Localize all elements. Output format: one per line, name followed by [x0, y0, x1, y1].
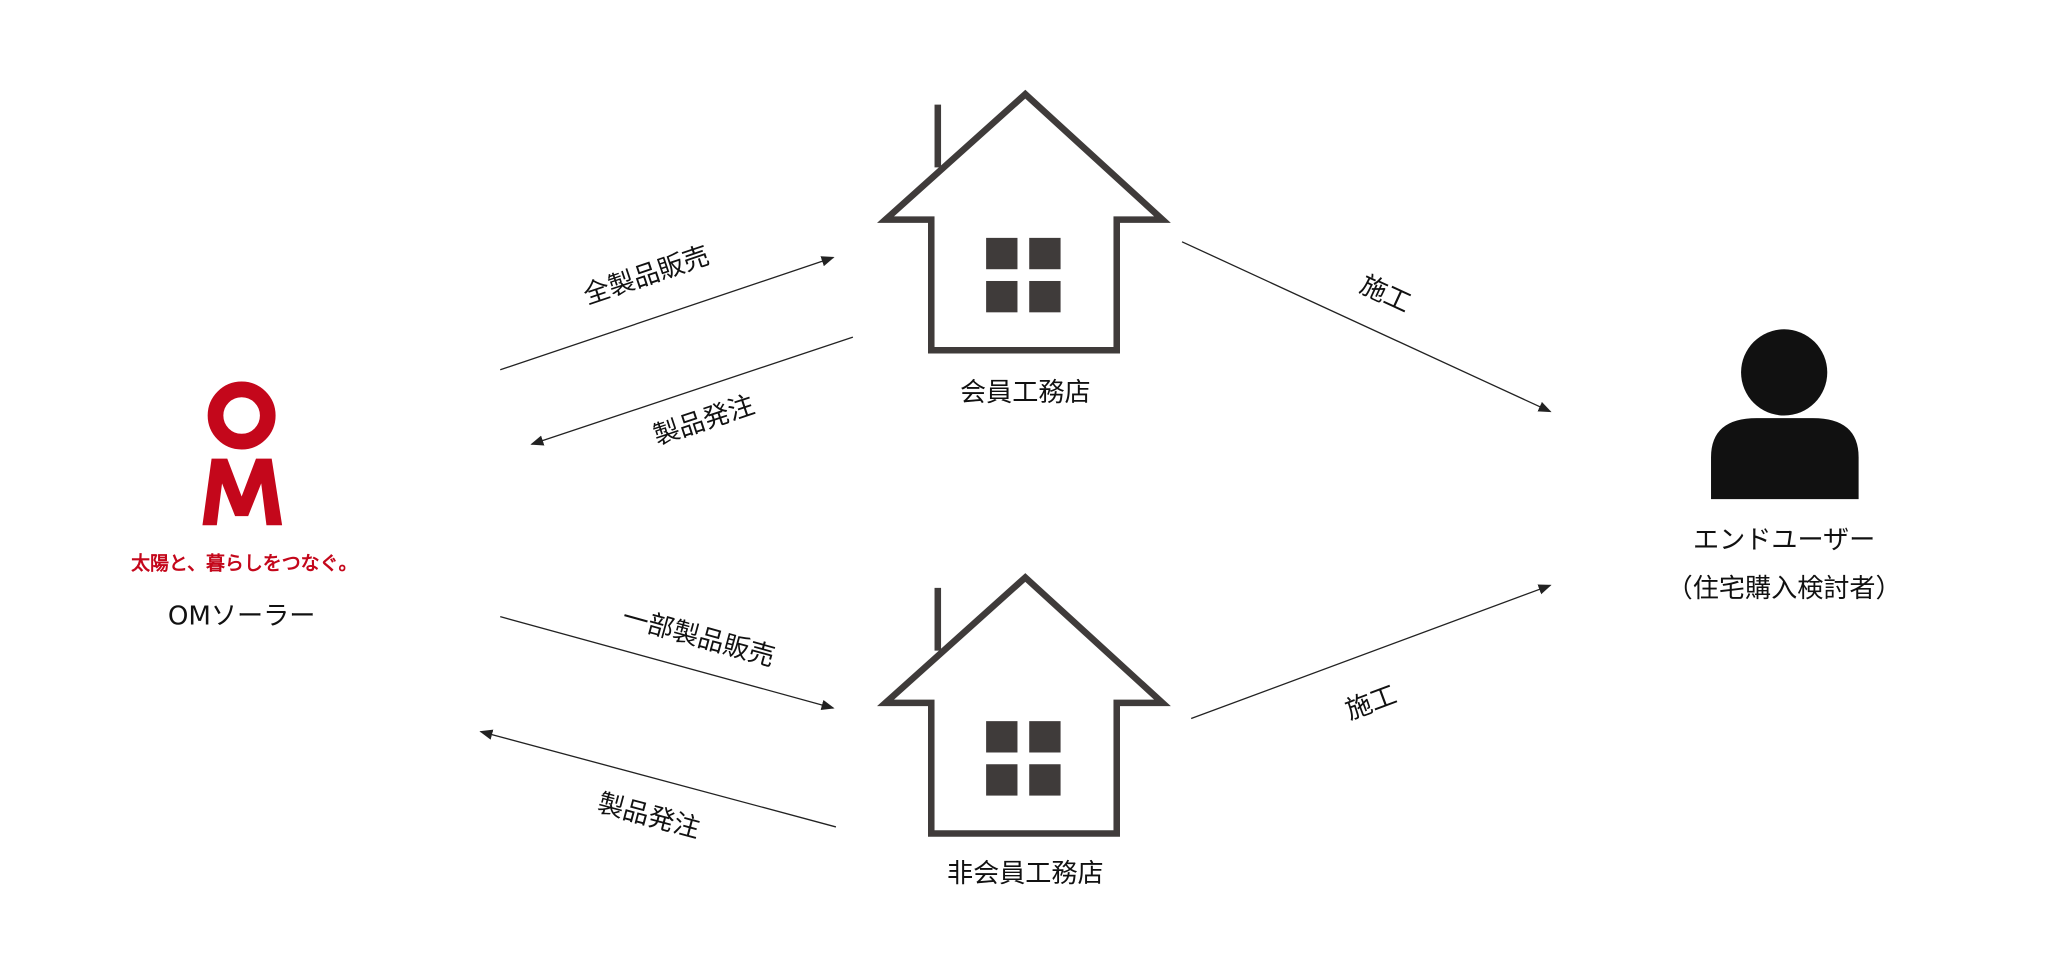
company-name: OMソーラー: [168, 601, 316, 631]
om-solar-logo: 太陽と、暮らしをつなぐ。: [131, 381, 357, 575]
partial-products-sale-label: 一部製品販売: [619, 602, 778, 673]
non-member-order-label: 製品発注: [594, 789, 703, 845]
end-user-sublabel: （住宅購入検討者）: [1667, 574, 1902, 604]
member-builder-house-icon: [877, 89, 1171, 354]
non-member-builder-house-icon: [877, 573, 1171, 837]
non-member-builder-label: 非会員工務店: [947, 859, 1104, 889]
arrow-non-member-construction: [1190, 584, 1552, 720]
arrow-partial-products-sale: [500, 616, 835, 711]
end-user-label: エンドユーザー: [1693, 526, 1875, 556]
member-construction-label: 施工: [1355, 270, 1415, 319]
all-products-sale-label: 全製品販売: [580, 241, 713, 311]
arrow-member-order: [530, 336, 854, 446]
arrow-member-construction: [1181, 241, 1552, 413]
member-builder-label: 会員工務店: [960, 378, 1091, 408]
end-user-person-icon: [1711, 329, 1859, 500]
arrow-all-products-sale: [500, 256, 835, 371]
tagline: 太陽と、暮らしをつなぐ。: [131, 552, 357, 575]
arrow-non-member-order: [479, 729, 837, 828]
non-member-construction-label: 施工: [1342, 680, 1401, 726]
